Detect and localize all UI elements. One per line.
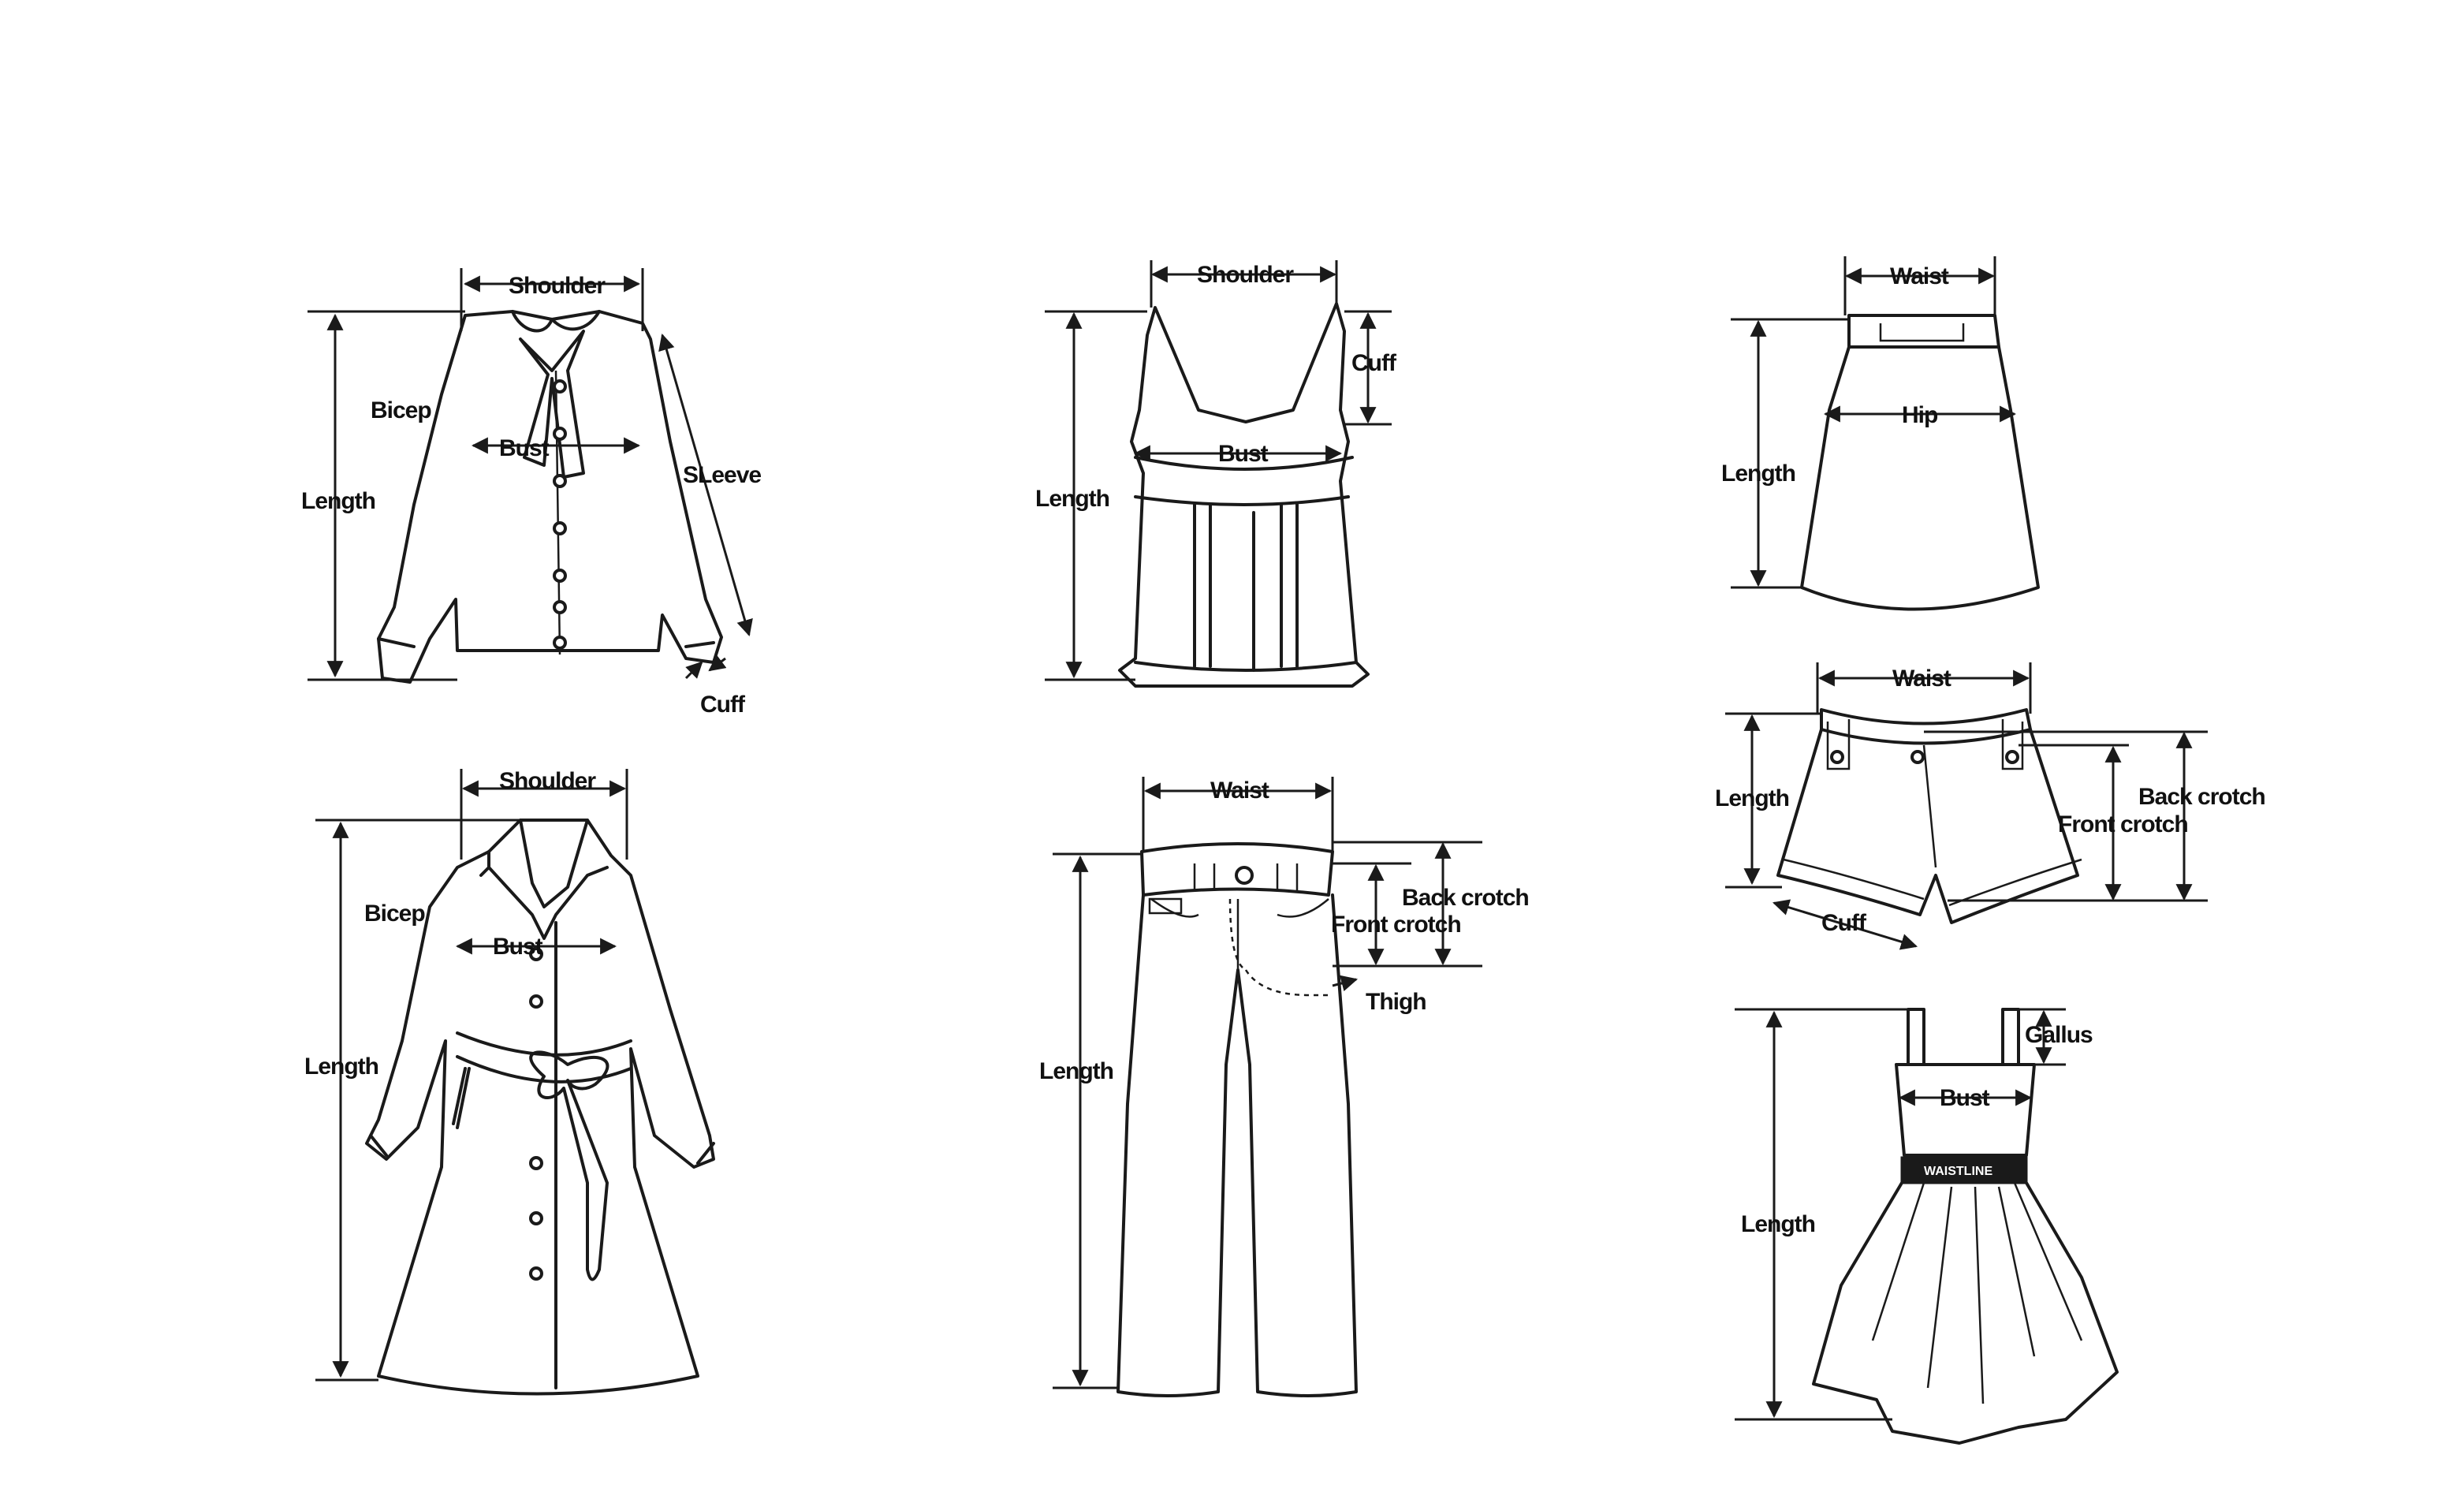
pants-back-crotch-label: Back crotch [1402,885,1529,911]
dress-drawing [1812,1008,2119,1445]
skirt-waist-label: Waist [1890,263,1949,289]
shirt-drawing [377,310,723,684]
shorts-drawing [1776,708,2082,924]
tank-dimensions [1045,260,1392,681]
coat-shoulder-label: Shoulder [499,768,596,794]
shirt-dimensions [308,268,753,681]
tank-bust-label: Bust [1218,441,1269,467]
pants-drawing [1116,842,1358,1397]
shirt-bicep-label: Bicep [371,397,431,423]
shirt-bust-label: Bust [499,435,550,461]
dress-dimensions [1735,1008,2066,1421]
pants-front-crotch-label: Front crotch [1331,912,1461,938]
pants-waist-label: Waist [1210,778,1269,804]
tank-cuff-label: Cuff [1351,350,1397,376]
pants-thigh-label: Thigh [1366,989,1426,1015]
shirt-cuff-label: Cuff [700,692,746,718]
shorts-back-crotch-label: Back crotch [2138,784,2265,810]
dress-waistline-label: WAISTLINE [1924,1165,1992,1178]
coat-bust-label: Bust [493,934,543,960]
coat-length-label: Length [304,1054,378,1080]
shorts-dimensions [1725,662,2208,950]
dress-length-label: Length [1741,1211,1815,1237]
shirt-length-label: Length [301,488,375,514]
skirt-length-label: Length [1721,461,1795,487]
shirt-shoulder-label: Shoulder [509,273,606,299]
dress-bust-label: Bust [1940,1085,1990,1111]
coat-bicep-label: Bicep [364,901,425,927]
coat-buttons [529,947,543,1281]
skirt-dimensions [1731,256,2017,589]
shorts-length-label: Length [1715,785,1789,811]
tank-length-label: Length [1035,486,1109,512]
shorts-waist-label: Waist [1892,666,1951,692]
skirt-drawing [1800,314,2040,611]
shirt-buttons [553,379,567,650]
shirt-sleeve-label: SLeeve [683,462,761,488]
shorts-cuff-label: Cuff [1821,910,1867,936]
shorts-front-crotch-label: Front crotch [2058,811,2188,837]
tank-drawing [1118,302,1370,688]
skirt-hip-label: Hip [1902,402,1938,428]
tank-shoulder-label: Shoulder [1197,262,1294,288]
pants-dimensions [1053,777,1482,1389]
coat-dimensions [315,769,628,1382]
dress-gallus-label: Gallus [2025,1022,2093,1048]
pants-length-label: Length [1039,1058,1113,1084]
